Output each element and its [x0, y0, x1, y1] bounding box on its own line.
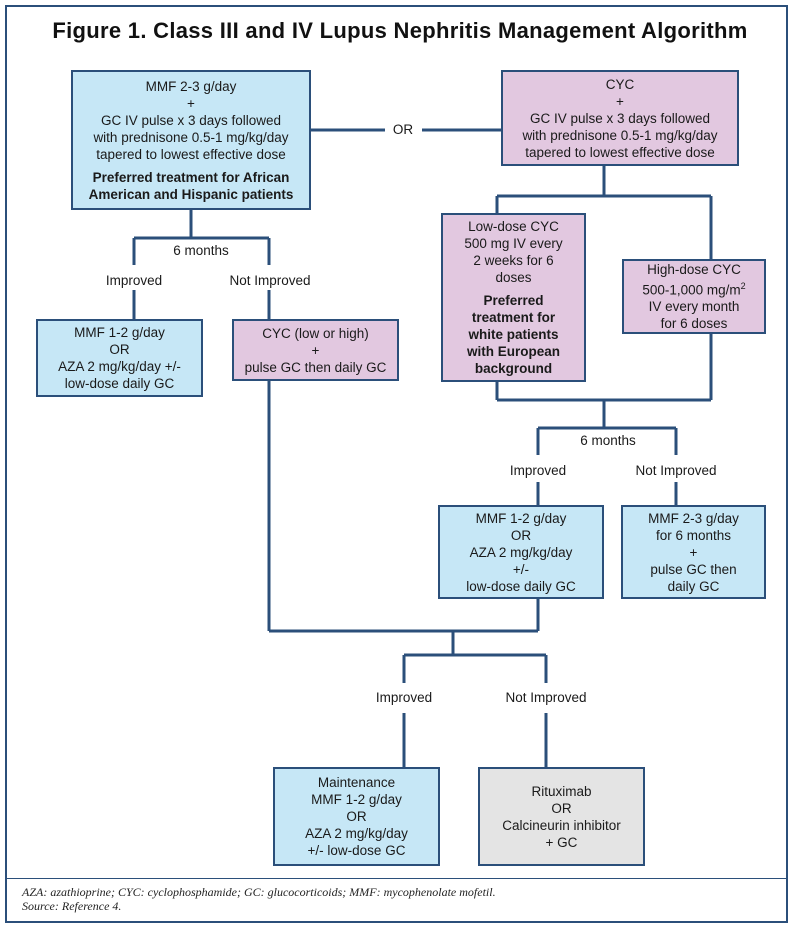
figure-frame — [5, 5, 788, 923]
low-dose-cyc-line: 500 mg IV every — [464, 236, 563, 251]
superscript-two: 2 — [740, 280, 746, 291]
footnote: AZA: azathioprine; CYC: cyclophosphamide… — [22, 885, 496, 913]
maintenance-line: AZA 2 mg/kg/day — [305, 826, 408, 841]
mmf-initial-box: MMF 2-3 g/day + GC IV pulse x 3 days fol… — [71, 70, 311, 210]
rescue-line: Calcineurin inhibitor — [502, 817, 621, 833]
figure-title: Figure 1. Class III and IV Lupus Nephrit… — [52, 18, 748, 43]
left-not-improved-box: CYC (low or high) + pulse GC then daily … — [232, 319, 399, 381]
maintenance-line: Maintenance — [317, 775, 396, 790]
high-dose-cyc-line: High-dose CYC — [647, 261, 741, 277]
or-label: OR — [388, 122, 418, 137]
rescue-box: Rituximab OR Calcineurin inhibitor + GC — [478, 767, 645, 866]
right-not-improved-label: Not Improved — [628, 463, 724, 478]
high-dose-cyc-line: 500-1,000 mg/m2 — [642, 278, 745, 299]
right-improved-label: Improved — [498, 463, 578, 478]
high-dose-cyc-dose: 500-1,000 mg/m — [642, 282, 741, 298]
cyc-initial-box: CYC + GC IV pulse x 3 days followed with… — [501, 70, 739, 166]
rescue-line: Rituximab — [531, 783, 592, 799]
left-improved-box: MMF 1-2 g/day OR AZA 2 mg/kg/day +/- low… — [36, 319, 203, 397]
mmf-initial-line: + — [187, 95, 195, 111]
final-not-improved-label: Not Improved — [497, 690, 595, 705]
left-not-improved-line: + — [311, 342, 320, 358]
high-dose-cyc-line: for 6 doses — [660, 316, 728, 332]
high-dose-cyc-line: IV every month — [648, 299, 740, 315]
left-improved-line: low-dose daily GC — [64, 376, 175, 391]
low-dose-cyc-line: 2 weeks for 6 — [473, 253, 554, 268]
right-not-improved-line: + — [689, 544, 698, 560]
cyc-initial-line: with prednisone 0.5-1 mg/kg/day — [522, 127, 718, 143]
low-dose-cyc-line: Low-dose CYC — [468, 219, 559, 234]
rescue-line: OR — [551, 800, 572, 816]
cyc-initial-line: CYC — [605, 76, 635, 92]
right-not-improved-line: for 6 months — [655, 527, 732, 543]
left-improved-line: AZA 2 mg/kg/day +/- — [58, 359, 181, 374]
cyc-initial-line: GC IV pulse x 3 days followed — [529, 110, 711, 126]
low-dose-cyc-line: doses — [495, 270, 532, 285]
maintenance-line: +/- low-dose GC — [307, 843, 406, 858]
left-not-improved-line: pulse GC then daily GC — [244, 359, 387, 375]
maintenance-line: OR — [346, 809, 367, 824]
left-improved-line: MMF 1-2 g/day — [74, 325, 165, 340]
abbreviations: AZA: azathioprine; CYC: cyclophosphamide… — [22, 885, 496, 899]
left-months-label: 6 months — [166, 243, 236, 258]
mmf-initial-line: with prednisone 0.5-1 mg/kg/day — [93, 129, 289, 145]
low-dose-preferred-note: Preferred treatment for white patients w… — [466, 293, 560, 376]
left-improved-line: OR — [109, 342, 130, 357]
left-not-improved-line: CYC (low or high) — [262, 325, 369, 341]
maintenance-line: MMF 1-2 g/day — [311, 792, 402, 807]
left-improved-label: Improved — [94, 273, 174, 288]
right-improved-line: OR — [510, 527, 532, 543]
maintenance-box: Maintenance MMF 1-2 g/day OR AZA 2 mg/kg… — [273, 767, 440, 866]
right-improved-line: low-dose daily GC — [466, 578, 576, 594]
mmf-initial-line: GC IV pulse x 3 days followed — [100, 112, 282, 128]
right-not-improved-line: MMF 2-3 g/day — [648, 510, 739, 526]
right-improved-box: MMF 1-2 g/day OR AZA 2 mg/kg/day +/- low… — [438, 505, 604, 599]
source-note: Source: Reference 4. — [22, 899, 122, 913]
rescue-line: + GC — [545, 834, 578, 850]
final-improved-label: Improved — [364, 690, 444, 705]
right-improved-line: AZA 2 mg/kg/day — [469, 544, 573, 560]
right-improved-line: +/- — [512, 561, 530, 577]
low-dose-cyc-box: Low-dose CYC 500 mg IV every 2 weeks for… — [441, 213, 586, 382]
cyc-initial-line: tapered to lowest effective dose — [525, 144, 715, 160]
right-months-label: 6 months — [573, 433, 643, 448]
footnote-divider — [7, 878, 786, 879]
right-not-improved-line: pulse GC then — [650, 561, 737, 577]
high-dose-cyc-box: High-dose CYC 500-1,000 mg/m2 IV every m… — [622, 259, 766, 334]
left-not-improved-label: Not Improved — [222, 273, 318, 288]
mmf-initial-line: tapered to lowest effective dose — [96, 146, 286, 162]
right-improved-line: MMF 1-2 g/day — [475, 510, 567, 526]
right-not-improved-box: MMF 2-3 g/day for 6 months + pulse GC th… — [621, 505, 766, 599]
mmf-initial-line: MMF 2-3 g/day — [145, 78, 237, 94]
mmf-preferred-note: Preferred treatment for African American… — [88, 169, 294, 202]
right-not-improved-line: daily GC — [667, 578, 720, 594]
cyc-initial-line: + — [616, 93, 624, 109]
